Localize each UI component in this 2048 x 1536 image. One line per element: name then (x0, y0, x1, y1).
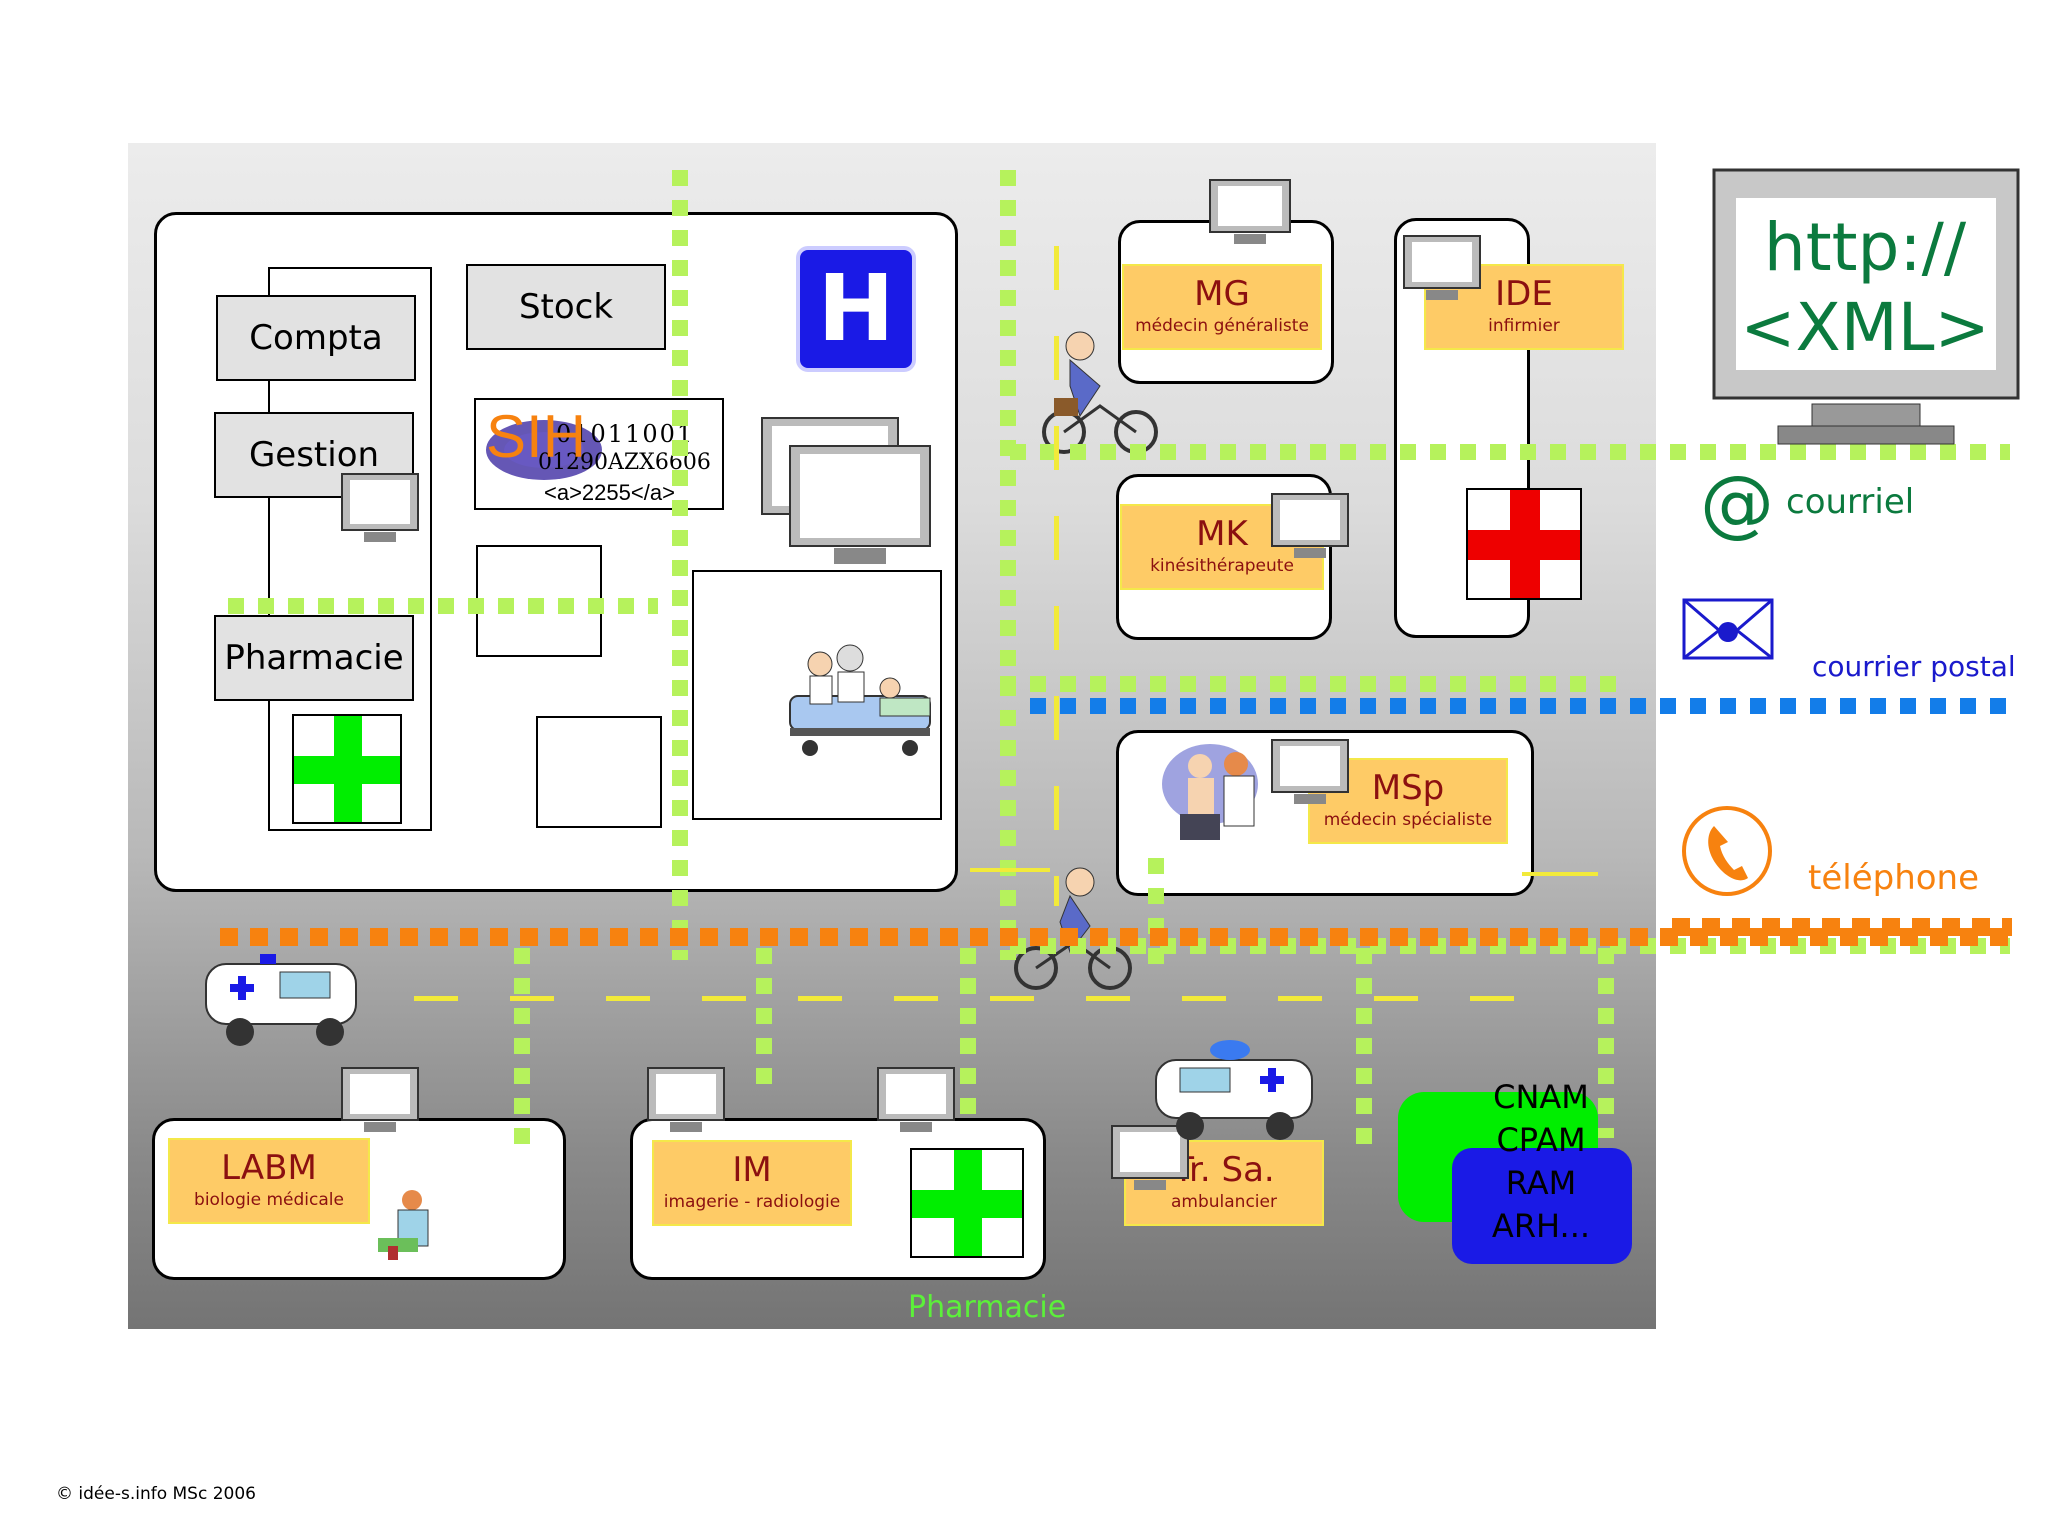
hospital-monitor-front-icon (789, 445, 931, 564)
gestion-box: Gestion (214, 412, 414, 498)
web-http-text: http:// (1763, 209, 1967, 286)
telephone-icon (1682, 806, 1772, 896)
copyright-footer: © idée-s.info MSc 2006 (56, 1484, 256, 1504)
network-green-vertical-im1 (756, 948, 772, 1088)
pharmacie-label: Pharmacie (224, 638, 404, 678)
lab-technician-icon (378, 1190, 429, 1260)
road-yellow-stub-right (1522, 872, 1598, 876)
insurer-cpam: CPAM (1496, 1121, 1586, 1159)
mg-monitor-icon (1209, 179, 1291, 244)
patient-bed-icon (789, 644, 931, 756)
compta-label: Compta (249, 318, 383, 358)
network-orange-telephone-right (1672, 918, 2012, 936)
insurer-cnam: CNAM (1493, 1078, 1589, 1116)
postal-envelope-icon (1682, 598, 1774, 660)
email-at-icon: @ (1700, 460, 1774, 546)
compta-box: Compta (216, 295, 416, 381)
hospital-monitor-small-icon (341, 473, 419, 542)
binary-line-1: 01011001 (556, 420, 695, 448)
network-blue-postal-line (1030, 698, 2015, 714)
pharmacie-box: Pharmacie (214, 615, 414, 701)
network-green-vertical-1 (672, 170, 688, 960)
telephone-legend-label: téléphone (1808, 858, 1980, 898)
insurers-list: CNAM CPAM RAM ARH... (1486, 1076, 1596, 1248)
network-green-horizontal-top (1010, 444, 2010, 460)
network-green-vertical-2 (1000, 170, 1016, 960)
email-legend-label: courriel (1786, 482, 1915, 522)
sih-blob-icon (486, 420, 602, 480)
courier-cyclist-2-icon (1014, 867, 1132, 990)
ide-monitor-icon (1403, 235, 1481, 300)
road-yellow-stub-left (970, 868, 1050, 872)
sih-label: SIH (486, 403, 587, 470)
network-green-vertical-trsa (1356, 948, 1372, 1158)
postal-legend-label: courrier postal (1812, 650, 2016, 683)
hospital-room-2 (536, 716, 662, 828)
web-monitor-icon (1712, 168, 2020, 445)
im-pharmacy-cross-icon (910, 1148, 1024, 1258)
msp-monitor-icon (1271, 739, 1349, 804)
ambulance-2-icon (1155, 1040, 1313, 1140)
ambulance-icon (205, 954, 357, 1046)
im-monitor-icon (647, 1067, 725, 1132)
network-green-horizontal-hospital (228, 598, 658, 614)
insurer-ram: RAM (1505, 1164, 1577, 1202)
network-green-vertical-labm (514, 948, 530, 1148)
road-yellow-horizontal (414, 996, 1534, 1001)
labm-monitor-icon (341, 1067, 419, 1132)
doctor-patient-icon (1162, 744, 1258, 840)
insurer-blue-block (1452, 1148, 1632, 1264)
stock-box: Stock (466, 264, 666, 350)
ide-red-cross-icon (1466, 488, 1582, 600)
im-monitor-2-icon (877, 1067, 955, 1132)
stock-label: Stock (518, 287, 614, 327)
trsa-monitor-icon (1111, 1125, 1189, 1190)
pharmacy-cross-icon (292, 714, 402, 824)
network-orange-telephone-line (220, 928, 2010, 946)
road-yellow-vertical (1054, 246, 1059, 906)
insurer-arh: ARH... (1491, 1207, 1591, 1245)
hospital-h-sign-icon: H (796, 246, 916, 372)
web-xml-text: <XML> (1740, 289, 1990, 366)
gestion-label: Gestion (248, 435, 380, 475)
web-monitor-text: http:// <XML> (1740, 208, 1990, 368)
mk-monitor-icon (1271, 493, 1349, 558)
network-green-horizontal-mid (1000, 676, 1630, 692)
network-green-vertical-im2 (960, 948, 976, 1128)
pharmacie-street-label: Pharmacie (908, 1290, 1067, 1325)
network-green-vertical-ins (1598, 948, 1614, 1138)
binary-line-3: <a>2255</a> (544, 480, 675, 505)
